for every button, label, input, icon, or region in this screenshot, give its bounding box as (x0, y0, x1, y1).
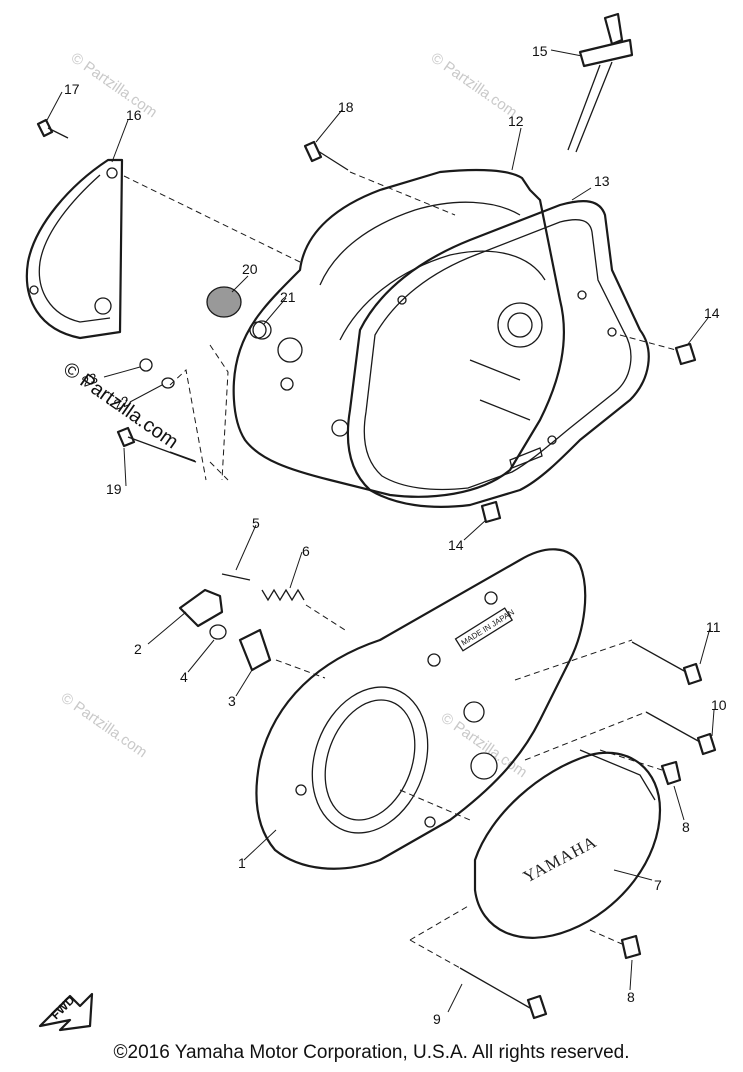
callout-7: 7 (654, 877, 662, 893)
dowel-pin-14-upper (674, 342, 697, 366)
bolt-10 (645, 711, 717, 756)
callout-labels: 1 2 3 4 5 6 7 8 8 9 10 11 12 13 14 14 15… (64, 43, 727, 1027)
lever-2 (178, 588, 224, 628)
callout-18: 18 (338, 99, 354, 115)
callout-14-lower: 14 (448, 537, 464, 553)
gasket-13 (346, 200, 650, 508)
callout-22: 22 (112, 392, 132, 412)
callout-13: 13 (594, 173, 610, 189)
callout-4: 4 (180, 669, 188, 685)
callout-23: 23 (80, 369, 100, 389)
screw-5 (221, 573, 251, 581)
callout-20: 20 (242, 261, 258, 277)
crankcase-cover-1 (255, 548, 587, 870)
screw-8-upper (660, 760, 682, 786)
callout-19: 19 (106, 481, 122, 497)
forward-direction-marker: FWD (38, 993, 94, 1032)
callout-21: 21 (280, 289, 296, 305)
watermark-3: © Partzilla.com (58, 689, 151, 761)
callout-11: 11 (706, 619, 721, 635)
callout-16: 16 (126, 107, 142, 123)
side-cover-16 (25, 158, 124, 340)
callout-12: 12 (508, 113, 524, 129)
bolt-9 (459, 967, 548, 1020)
plug-20 (206, 286, 242, 318)
oil-seal-21 (249, 321, 267, 339)
washer-22 (161, 377, 175, 389)
bolt-11 (631, 641, 703, 686)
callout-10: 10 (711, 697, 727, 713)
crankcase-cover-12 (232, 168, 566, 498)
callout-2: 2 (134, 641, 142, 657)
leader-lines (45, 49, 715, 1013)
spring-6 (261, 588, 305, 602)
washer-4 (209, 624, 227, 640)
callout-8-upper: 8 (682, 819, 690, 835)
callout-1: 1 (238, 855, 246, 871)
callout-9: 9 (433, 1011, 441, 1027)
bolt-18 (303, 140, 349, 171)
callout-6: 6 (302, 543, 310, 559)
alignment-lines (123, 171, 677, 969)
callout-14-upper: 14 (704, 305, 720, 321)
callout-8-lower: 8 (627, 989, 635, 1005)
fwd-label: FWD (48, 993, 77, 1022)
watermark-1: © Partzilla.com (68, 49, 161, 121)
stamp-text: MADE IN JAPAN (460, 608, 516, 648)
watermark-4: © Partzilla.com (438, 709, 531, 781)
screw-23 (139, 358, 153, 372)
made-in-japan-stamp: MADE IN JAPAN (454, 607, 516, 652)
shaft-3 (238, 628, 272, 672)
dowel-pin-14-lower (480, 500, 502, 524)
copyright-notice: ©2016 Yamaha Motor Corporation, U.S.A. A… (113, 1042, 630, 1063)
oil-dipstick-15 (567, 12, 634, 153)
bolt-17 (36, 118, 69, 139)
screw-8-lower (620, 934, 642, 960)
callout-17: 17 (64, 81, 80, 97)
cover-logo: YAMAHA (520, 832, 600, 887)
bolt-19 (116, 426, 197, 463)
callout-3: 3 (228, 693, 236, 709)
generator-cover-7: YAMAHA (473, 749, 662, 939)
watermark-2: © Partzilla.com (428, 49, 521, 121)
callout-5: 5 (252, 515, 260, 531)
callout-15: 15 (532, 43, 548, 59)
